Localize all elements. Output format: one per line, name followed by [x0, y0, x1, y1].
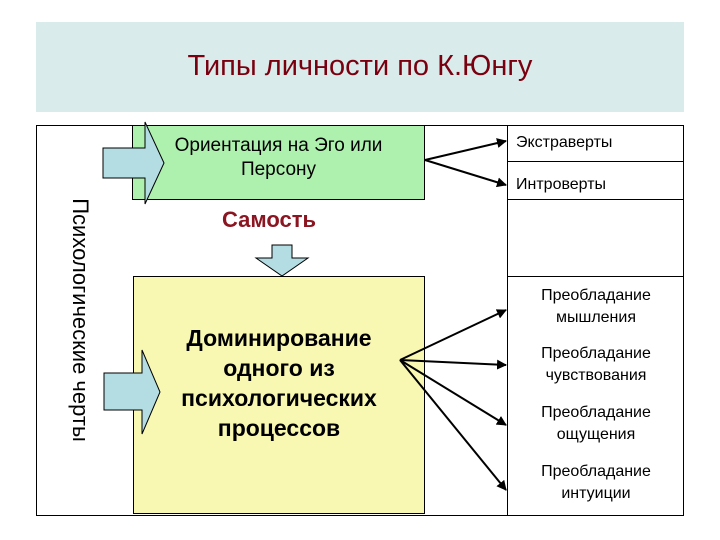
row-divider-3 [507, 276, 684, 277]
orientation-line-1: Ориентация на Эго или [174, 135, 383, 156]
sensation-line-1: Преобладание [541, 404, 651, 421]
title-band [36, 22, 684, 112]
intuition-label: Преобладание интуиции [508, 461, 684, 505]
thinking-label: Преобладание мышления [508, 285, 684, 329]
arrow-to-introverts [424, 159, 507, 188]
row-divider-1 [507, 161, 684, 162]
sensation-label: Преобладание ощущения [508, 402, 684, 446]
thinking-line-1: Преобладание [541, 287, 651, 304]
block-arrow-down [254, 244, 310, 277]
row-divider-2 [507, 199, 684, 200]
right-column-divider [507, 125, 508, 516]
orientation-text: Ориентация на Эго или Персону [132, 134, 425, 182]
dominance-line-1: Доминирование [186, 325, 372, 351]
arrow-to-thinking [399, 309, 507, 361]
intuition-line-1: Преобладание [541, 463, 651, 480]
extraverts-label: Экстраверты [516, 134, 613, 151]
thinking-line-2: мышления [555, 309, 636, 326]
slide-title: Типы личности по К.Юнгу [187, 50, 533, 82]
arrow-to-sensation [399, 359, 507, 426]
intuition-line-2: интуиции [561, 485, 631, 502]
dominance-line-4: процессов [217, 415, 341, 441]
block-arrow-orientation [102, 121, 165, 205]
feeling-line-1: Преобладание [541, 345, 651, 362]
self-label: Самость [222, 207, 317, 232]
dominance-line-2: одного из [223, 355, 335, 381]
orientation-box [132, 125, 425, 200]
sensation-line-2: ощущения [556, 426, 636, 443]
dominance-line-3: психологических [181, 385, 377, 411]
block-arrow-dominance [103, 349, 161, 435]
introverts-label: Интроверты [516, 176, 607, 193]
dominance-text: Доминирование одного из психологических … [133, 323, 425, 443]
feeling-line-2: чувствования [545, 367, 647, 384]
orientation-line-2: Персону [240, 159, 317, 180]
dominance-box [133, 276, 425, 514]
feeling-label: Преобладание чувствования [508, 343, 684, 387]
arrow-to-feeling [399, 359, 507, 370]
arrow-to-intuition [399, 359, 507, 491]
arrow-to-extraverts [424, 138, 507, 161]
